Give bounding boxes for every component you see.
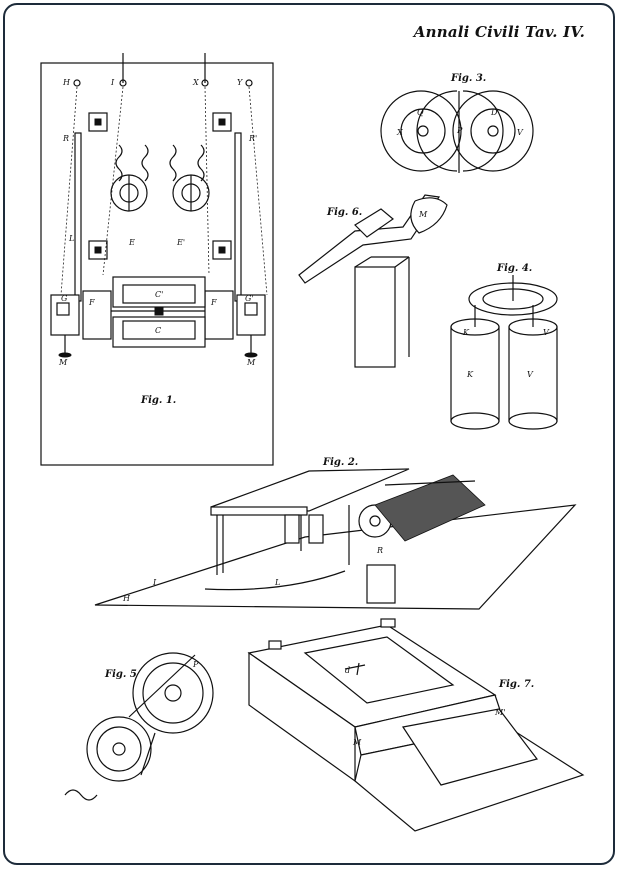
fig3-label: Fig. 3. [450, 73, 486, 84]
svg-text:V: V [517, 128, 524, 137]
svg-text:G: G [61, 294, 68, 303]
fig1-letter-x: X [192, 78, 199, 87]
fig4-label: Fig. 4. [496, 263, 532, 274]
svg-text:E: E [128, 238, 135, 247]
figure-4: Fig. 4. K V K V [450, 263, 558, 430]
svg-text:H: H [122, 594, 131, 603]
svg-text:C: C [155, 326, 161, 335]
fig1-label: Fig. 1. [140, 395, 176, 406]
svg-text:E': E' [176, 238, 185, 247]
svg-text:F: F [210, 298, 217, 307]
figure-1: H I X Y [40, 53, 274, 466]
svg-text:M: M [352, 738, 362, 747]
svg-text:L: L [68, 234, 74, 243]
figure-7: Fig. 7. M M' d [247, 618, 585, 832]
svg-text:G': G' [245, 294, 254, 303]
figure-5: Fig. 5. P [64, 652, 214, 801]
svg-text:V: V [527, 370, 534, 379]
svg-text:K: K [466, 370, 474, 379]
svg-text:P: P [456, 126, 463, 135]
figure-2: Fig. 2. H I L R [94, 457, 577, 610]
svg-text:L: L [274, 578, 280, 587]
figure-3: Fig. 3. X Q P D V [380, 73, 534, 173]
svg-text:Q: Q [417, 108, 424, 117]
svg-text:R: R [62, 134, 69, 143]
svg-text:M: M [418, 210, 428, 219]
svg-text:P: P [192, 660, 199, 669]
fig1-letter-i: I [110, 78, 115, 87]
figure-6: Fig. 6. M [298, 194, 448, 368]
svg-text:K: K [462, 328, 470, 337]
svg-text:D: D [490, 108, 498, 117]
svg-text:X: X [396, 128, 403, 137]
fig6-label: Fig. 6. [326, 207, 362, 218]
svg-text:R: R [376, 546, 383, 555]
svg-text:R': R' [248, 134, 257, 143]
svg-text:M': M' [494, 708, 505, 717]
engraving-plate: H I X Y [40, 53, 585, 832]
svg-text:C': C' [155, 290, 163, 299]
fig2-label: Fig. 2. [322, 457, 358, 468]
fig1-letter-y: Y [237, 78, 243, 87]
svg-text:M: M [246, 358, 256, 367]
svg-text:d: d [345, 666, 350, 675]
svg-text:V: V [543, 328, 550, 337]
svg-text:M: M [58, 358, 68, 367]
plate-frame: Annali Civili Tav. IV. H I X Y [3, 3, 615, 865]
svg-text:I: I [152, 578, 157, 587]
fig5-label: Fig. 5. [104, 669, 140, 680]
svg-text:F: F [88, 298, 95, 307]
fig7-label: Fig. 7. [498, 679, 534, 690]
fig1-letter-h: H [62, 78, 71, 87]
plate-title: Annali Civili Tav. IV. [413, 23, 585, 41]
